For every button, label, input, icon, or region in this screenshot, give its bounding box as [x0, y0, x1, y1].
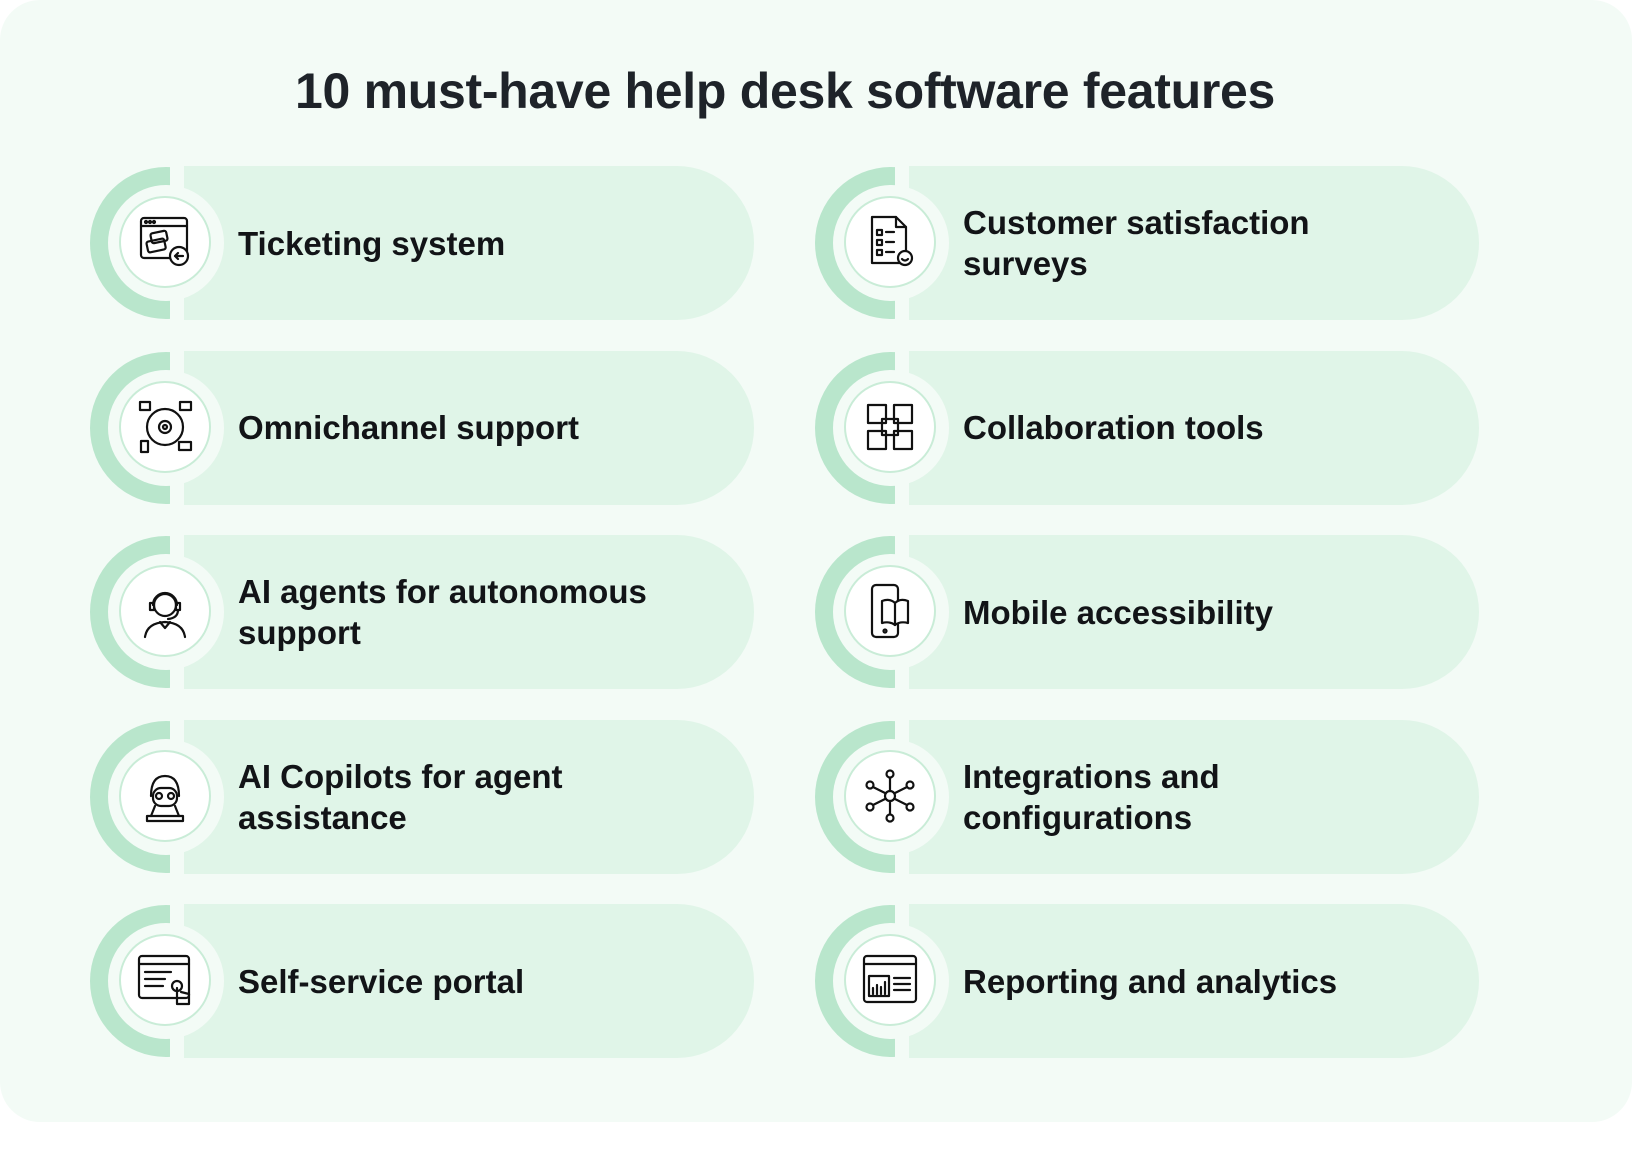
feature-label: AI agents for autonomous support — [238, 573, 647, 651]
feature-label: Omnichannel support — [238, 409, 580, 446]
feature-card — [909, 904, 1479, 1058]
integrations-network-icon — [860, 766, 920, 826]
collaboration-hands-icon — [860, 397, 920, 457]
feature-card — [184, 719, 754, 874]
feature-card — [184, 904, 754, 1058]
feature-item-2: Customer satisfaction surveys — [815, 166, 1479, 320]
feature-card — [909, 350, 1479, 505]
icon-circle — [844, 380, 936, 473]
mobile-book-icon — [860, 581, 920, 641]
feature-item-7: AI Copilots for agent assistance — [90, 719, 754, 874]
feature-item-8: Integrations and configurations — [815, 719, 1479, 874]
feature-label: Ticketing system — [238, 224, 506, 262]
support-agent-headset-icon — [135, 581, 195, 641]
page-title: 10 must-have help desk software features — [294, 63, 1276, 119]
feature-card — [184, 166, 754, 320]
feature-item-3: Omnichannel support — [90, 350, 754, 505]
survey-smiley-icon — [860, 212, 920, 272]
feature-card — [909, 719, 1479, 874]
feature-label: Self-service portal — [238, 962, 525, 1000]
feature-item-1: Ticketing system — [90, 166, 754, 320]
feature-item-6: Mobile accessibility — [815, 535, 1479, 689]
icon-circle — [119, 934, 211, 1026]
feature-label: Customer satisfaction surveys — [963, 204, 1310, 282]
omnichannel-gear-icon — [135, 397, 195, 457]
ticket-window-icon — [135, 212, 195, 272]
icon-circle — [119, 380, 211, 473]
icon-circle — [844, 934, 936, 1026]
icon-circle — [844, 749, 936, 842]
copilot-robot-icon — [135, 766, 195, 826]
icon-circle — [119, 749, 211, 842]
icon-circle — [119, 565, 211, 657]
icon-circle — [844, 565, 936, 657]
feature-item-10: Reporting and analytics — [815, 904, 1479, 1058]
feature-item-4: Collaboration tools — [815, 350, 1479, 505]
feature-card — [184, 350, 754, 505]
report-chart-icon — [860, 950, 920, 1010]
feature-card — [909, 535, 1479, 689]
feature-label: AI Copilots for agent assistance — [238, 757, 563, 836]
self-service-click-icon — [135, 950, 195, 1010]
feature-item-5: AI agents for autonomous support — [90, 535, 754, 689]
feature-item-9: Self-service portal — [90, 904, 754, 1058]
feature-label: Collaboration tools — [963, 409, 1264, 446]
icon-circle — [844, 196, 936, 288]
feature-card — [909, 166, 1479, 320]
feature-label: Mobile accessibility — [963, 593, 1273, 631]
icon-circle — [119, 196, 211, 288]
feature-label: Integrations and configurations — [963, 757, 1220, 836]
feature-label: Reporting and analytics — [963, 962, 1338, 1000]
feature-card — [184, 535, 754, 689]
